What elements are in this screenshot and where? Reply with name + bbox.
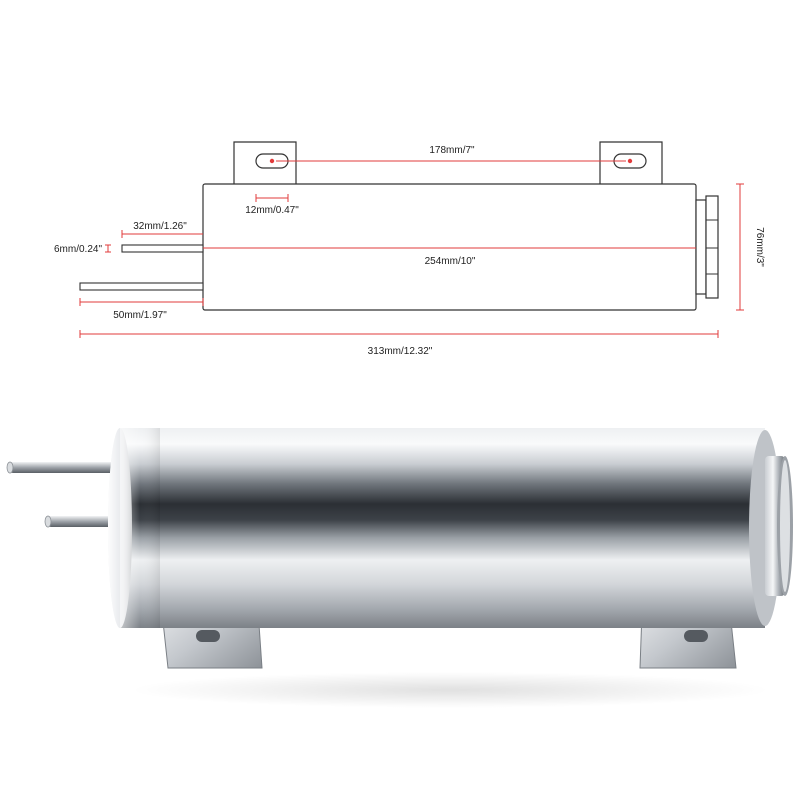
technical-drawing: 178mm/7" 12mm/0.47" 32mm/1.26" 6mm/0.24"…	[54, 141, 765, 357]
inlet-length-label: 32mm/1.26"	[133, 221, 187, 232]
tank-body-outline	[202, 183, 697, 311]
dimension-lines	[79, 160, 744, 338]
right-mount-bracket	[599, 141, 663, 184]
outlet-pipe-outline	[79, 282, 204, 291]
inlet-pipe-outline	[121, 244, 204, 253]
chrome-end-cap	[749, 430, 793, 626]
left-mount-bracket	[233, 141, 297, 184]
chrome-cylinder	[108, 428, 765, 628]
end-cap-outline	[695, 195, 719, 299]
overall-length-label: 313mm/12.32"	[368, 346, 433, 357]
pipe-diameter-label: 6mm/0.24"	[54, 244, 102, 255]
bracket-tab-label: 12mm/0.47"	[245, 205, 299, 216]
body-diameter-label: 76mm/3"	[754, 227, 765, 267]
product-photo	[6, 428, 793, 708]
upper-pipe	[6, 461, 130, 474]
outlet-length-label: 50mm/1.97"	[113, 310, 167, 321]
bracket-spacing-label: 178mm/7"	[429, 145, 475, 156]
body-length-label: 254mm/10"	[425, 256, 476, 267]
